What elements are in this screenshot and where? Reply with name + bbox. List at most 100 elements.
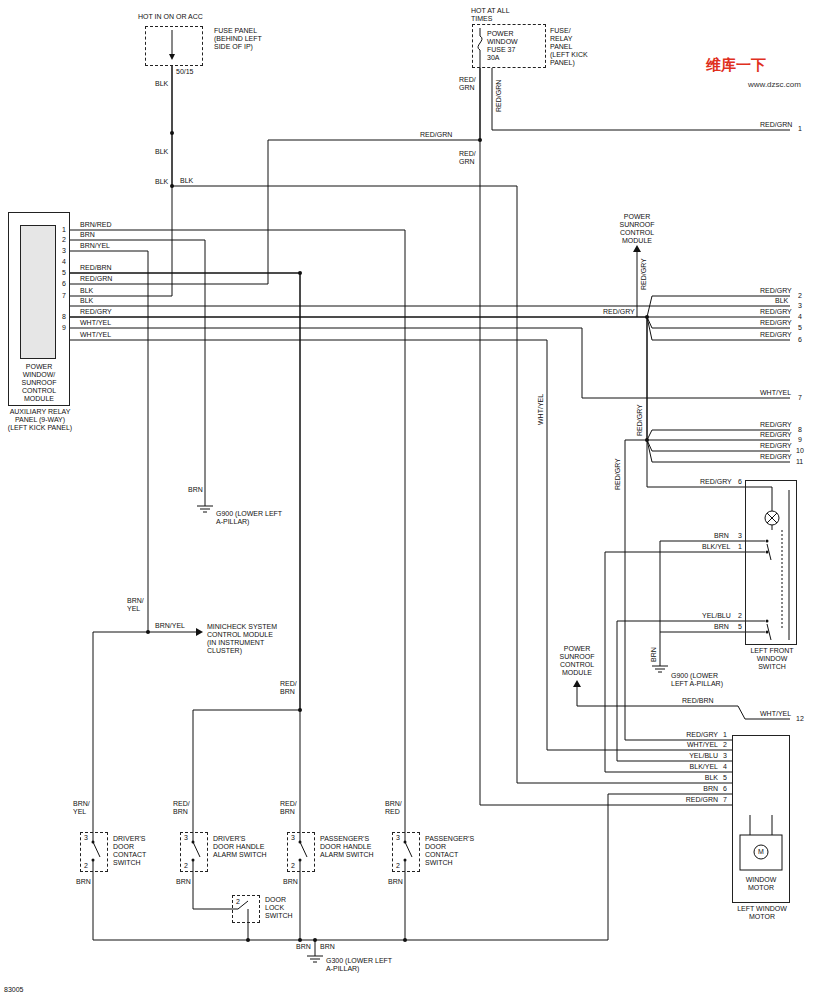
wire-code: RED/GRY: [640, 258, 648, 290]
note-label: MINICHECK SYSTEM CONTROL MODULE (IN INST…: [207, 623, 281, 655]
wire-code: RED/GRY: [760, 308, 792, 316]
wire-code: BRN: [76, 878, 91, 886]
contact-dot: [92, 859, 95, 862]
pin-number: 3: [291, 834, 295, 842]
switch-link: [782, 530, 783, 630]
node-title: POWER WINDOW/ SUNROOF CONTROL MODULE: [11, 363, 67, 403]
wire-code: RED/GRY: [700, 478, 732, 486]
node-title: HOT AT ALL TIMES: [471, 7, 515, 23]
wire-code: RED/GRY: [684, 731, 718, 739]
pin-number: 4: [798, 313, 802, 321]
watermark: 维库一下: [706, 56, 766, 73]
note-label: G300 (LOWER LEFT A-PILLAR): [326, 957, 396, 973]
pin-number: 1: [738, 543, 742, 551]
pin-number: 3: [184, 834, 188, 842]
wire-code: RED/GRY: [80, 308, 112, 316]
pin-number: 7: [62, 292, 66, 300]
node-title: WINDOW MOTOR: [735, 876, 787, 892]
window-motor: WINDOW MOTORLEFT WINDOW MOTOR: [732, 735, 790, 903]
note-label: POWER SUNROOF CONTROL MODULE: [552, 645, 602, 677]
wire-code: RED/GRN: [495, 80, 503, 112]
contact-dot: [299, 859, 302, 862]
wire-connector: [70, 273, 300, 832]
node-title: DRIVER'S DOOR CONTACT SWITCH: [113, 835, 167, 867]
wire-code: RED/ BRN: [280, 680, 298, 696]
contact-dot: [404, 841, 407, 844]
wire-connector: [193, 872, 232, 909]
wire-code: WHT/YEL: [80, 331, 111, 339]
pin-number: 2: [723, 741, 727, 749]
junction-dot: [246, 938, 250, 942]
pin-number: 2: [738, 612, 742, 620]
wire-code: RED/GRN: [760, 121, 792, 129]
pin-number: 8: [798, 426, 802, 434]
wire-code: RED/ BRN: [173, 800, 191, 816]
pin-number: 3: [798, 302, 802, 310]
wire-code: RED/GRN: [80, 275, 112, 283]
wire-code: YEL/BLU: [702, 612, 731, 620]
pin-number: 1: [723, 731, 727, 739]
wire-code: BLK: [684, 774, 718, 782]
wire-connector: [172, 66, 732, 783]
wire: [70, 68, 790, 956]
pin-number: 7: [798, 394, 802, 402]
pin-number: 1: [798, 125, 802, 133]
junction-dot: [298, 938, 302, 942]
node-title: LEFT FRONT WINDOW SWITCH: [744, 647, 800, 671]
wire-code: WHT/YEL: [760, 710, 791, 718]
wire-code: BRN: [283, 878, 298, 886]
wire-connector: [617, 621, 745, 761]
node-title: PASSENGER'S DOOR HANDLE ALARM SWITCH: [320, 835, 374, 859]
wire-code: BRN/ YEL: [73, 800, 91, 816]
contact-dot: [192, 841, 195, 844]
wire-code: BRN: [650, 647, 658, 662]
contact-dot: [766, 631, 769, 634]
wire-code: BLK/YEL: [702, 543, 730, 551]
wire-code: BRN: [320, 943, 335, 951]
ground-symbol: [197, 506, 668, 962]
wire-code: RED/GRY: [760, 453, 792, 461]
pin-number: 4: [62, 258, 66, 266]
wire-code: RED/GRY: [614, 458, 622, 490]
lamp-symbol: [765, 511, 779, 525]
wire-code: BRN: [388, 878, 403, 886]
wire-code: RED/ GRN: [459, 150, 477, 166]
contact-dot: [766, 620, 769, 623]
wire-code: RED/GRY: [636, 404, 644, 436]
pin-number: 2: [62, 236, 66, 244]
pin-number: 2: [396, 862, 400, 870]
wire-code: RED/GRY: [760, 431, 792, 439]
note-label: POWER SUNROOF CONTROL MODULE: [612, 213, 662, 245]
pin-number: 5: [723, 774, 727, 782]
pin-number: 10: [796, 447, 804, 455]
wire-code: BRN/ YEL: [127, 597, 145, 613]
pin-number: 2: [84, 862, 88, 870]
wire-code: RED/GRY: [760, 421, 792, 429]
wire-code: BRN/ RED: [385, 800, 403, 816]
contact-dot: [299, 841, 302, 844]
pin-number: 4: [723, 763, 727, 771]
node-note: LEFT WINDOW MOTOR: [729, 905, 795, 921]
wire-code: BRN: [80, 231, 95, 239]
note-label: G900 (LOWER LEFT A-PILLAR): [671, 672, 731, 688]
contact-dot: [192, 859, 195, 862]
wire-code: BRN: [176, 878, 191, 886]
wire-connector: [70, 251, 148, 832]
fuse-relay-panel: HOT AT ALL TIMESPOWER WINDOW FUSE 37 30A…: [472, 24, 546, 68]
wire-code: BLK: [80, 287, 93, 295]
note-label: M: [758, 848, 764, 856]
fuse-symbol: [172, 28, 482, 68]
module-housing: [20, 225, 56, 359]
fuse-panel: HOT IN ON OR ACCFUSE PANEL (BEHIND LEFT …: [145, 26, 203, 66]
node-note: FUSE/ RELAY PANEL (LEFT KICK PANEL): [550, 27, 592, 67]
node-title: PASSENGER'S DOOR CONTACT SWITCH: [425, 835, 479, 867]
contact-dot: [766, 540, 769, 543]
wire-code: BLK: [80, 297, 93, 305]
pin-number: 5: [738, 623, 742, 631]
wire-connector: [70, 317, 745, 487]
wire-code: BRN: [714, 623, 729, 631]
node-note: AUXILIARY RELAY PANEL (9-WAY) (LEFT KICK…: [7, 408, 73, 432]
wire-connector: [70, 317, 732, 740]
pin-number: 9: [62, 324, 66, 332]
